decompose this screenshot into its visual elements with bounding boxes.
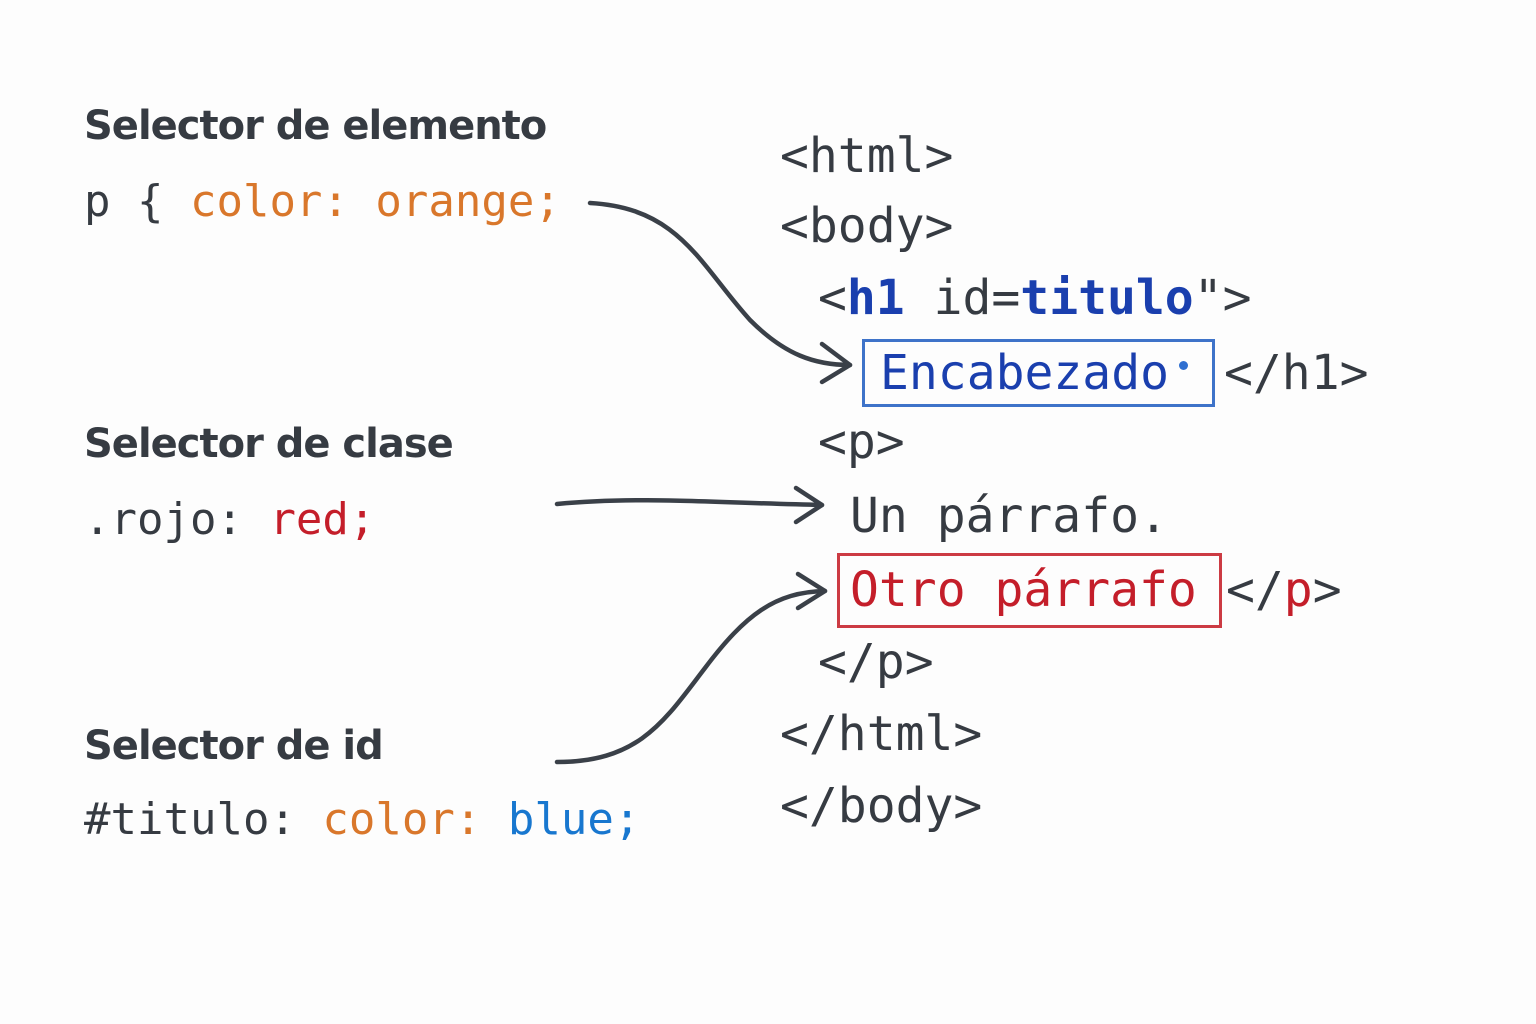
- code-h1-attr: id=: [904, 270, 1021, 326]
- id-selector-heading: Selector de id: [84, 723, 384, 769]
- code-h1-lt: <: [818, 270, 847, 326]
- marker-dot: [1179, 361, 1188, 370]
- code-html-close: </html>: [780, 706, 983, 762]
- class-selector-heading: Selector de clase: [84, 421, 454, 467]
- code-h1-end: ">: [1193, 270, 1252, 326]
- highlight-box-heading: [862, 339, 1215, 407]
- code-h1-text: Encabezado: [880, 345, 1169, 401]
- code-p-open: <p>: [818, 414, 905, 470]
- arrow-class-to-paragraph: [554, 498, 825, 508]
- id-selector-rule: #titulo: color: blue;: [84, 798, 640, 842]
- element-selector-heading: Selector de elemento: [84, 103, 547, 149]
- id-selector-value: blue;: [507, 794, 641, 845]
- code-h1-id-value: titulo: [1020, 270, 1194, 326]
- arrow-id-to-paragraph: [554, 588, 828, 765]
- arrow-element-to-heading: [587, 200, 853, 368]
- class-selector-value: red;: [269, 494, 376, 545]
- element-selector-declaration: color: orange;: [189, 176, 561, 227]
- code-body-close: </body>: [780, 778, 983, 834]
- code-html-open: <html>: [780, 128, 954, 184]
- code-p2-close-open: </: [1226, 562, 1284, 618]
- code-h1-open: <h1 id=titulo">: [818, 274, 1251, 322]
- element-selector-rule: p { color: orange;: [84, 180, 561, 224]
- code-h1-tag: h1: [846, 270, 905, 326]
- id-selector-property: color:: [322, 794, 508, 845]
- code-p2-close: </p>: [1226, 566, 1342, 614]
- code-h1-close: </h1>: [1224, 345, 1369, 401]
- class-selector-name: .rojo:: [84, 494, 270, 545]
- code-p-close: </p>: [818, 634, 934, 690]
- arrowhead-id: [795, 571, 828, 611]
- id-selector-name: #titulo:: [84, 794, 323, 845]
- code-p2-close-tag: p: [1283, 562, 1313, 618]
- arrowhead-class: [793, 485, 825, 525]
- class-selector-rule: .rojo: red;: [84, 498, 375, 542]
- element-selector-name: p {: [84, 176, 190, 227]
- highlight-box-paragraph: [837, 553, 1222, 628]
- code-body-open: <body>: [780, 198, 954, 254]
- code-p1-text: Un párrafo.: [850, 488, 1168, 544]
- code-p2-text: Otro párrafo: [850, 562, 1197, 618]
- arrowhead-element: [819, 341, 853, 385]
- code-p2-close-end: >: [1312, 562, 1342, 618]
